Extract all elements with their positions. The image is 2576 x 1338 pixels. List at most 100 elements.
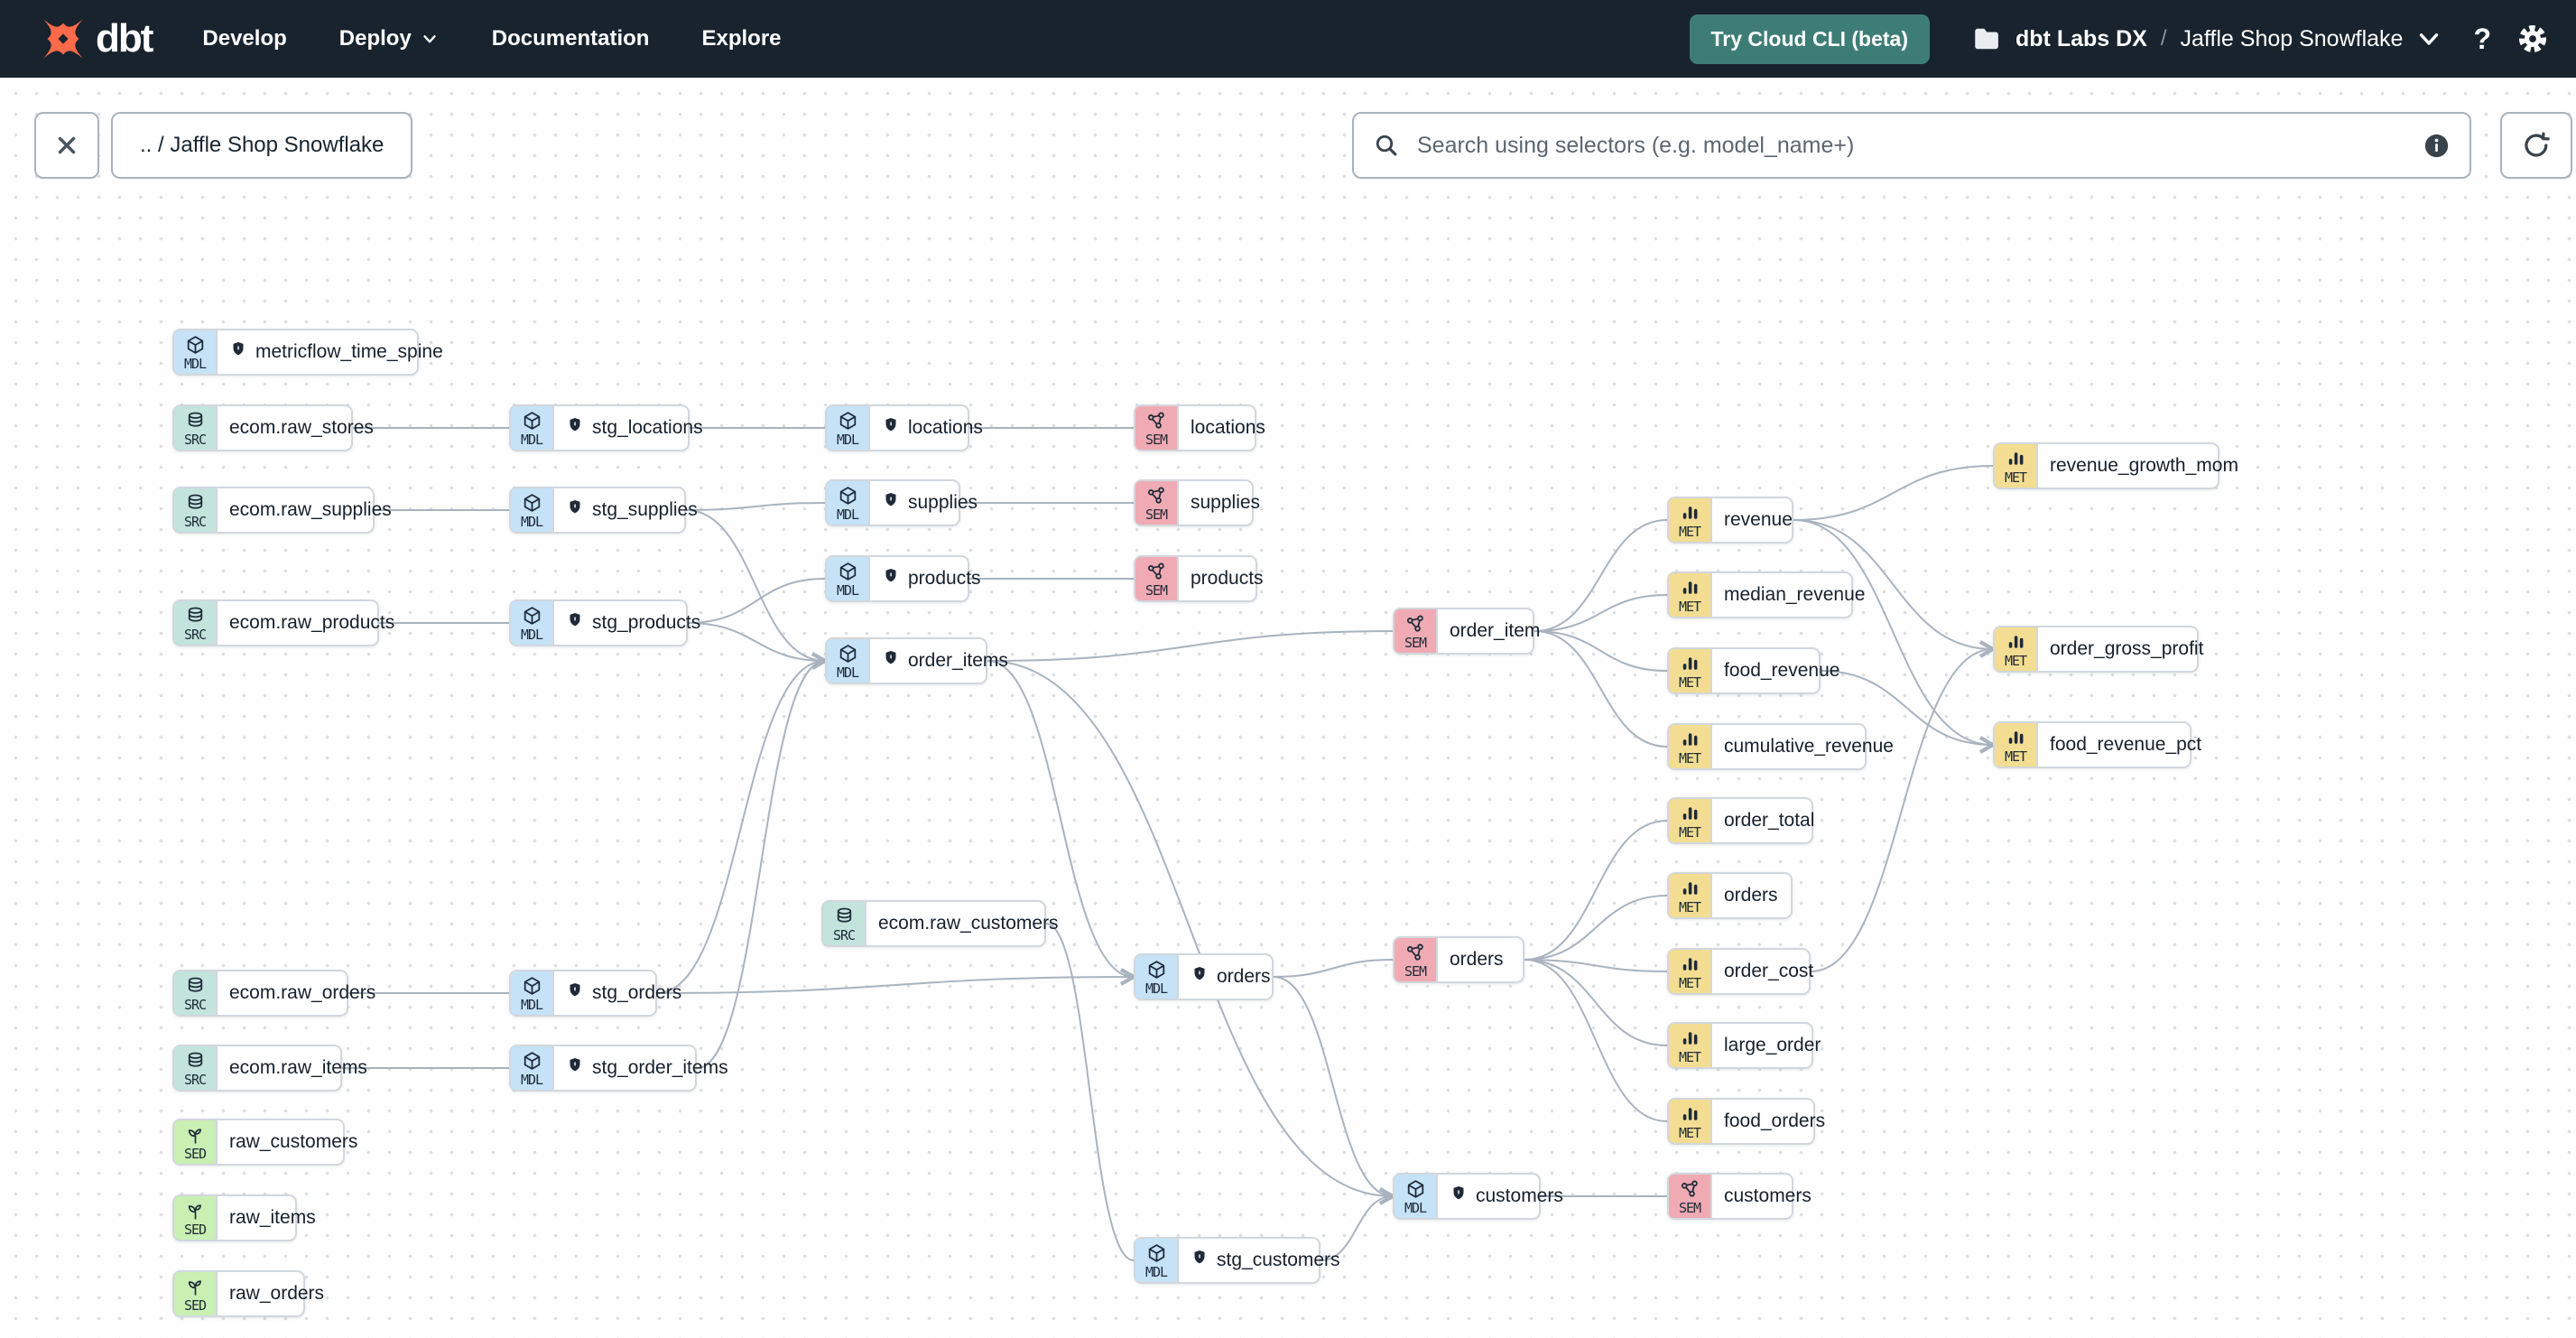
try-cloud-cli-button[interactable]: Try Cloud CLI (beta)	[1689, 14, 1930, 64]
top-navbar: dbt Develop Deploy Documentation Explore…	[0, 0, 2576, 78]
lineage-edge	[987, 660, 1138, 986]
node-type-label: SEM	[1678, 1200, 1701, 1216]
lineage-edge	[1045, 923, 1135, 1261]
node-label: products	[870, 557, 996, 600]
seed-icon: SED	[174, 1196, 218, 1240]
close-button[interactable]	[34, 112, 99, 179]
node-type-label: SED	[183, 1222, 207, 1238]
refresh-button[interactable]	[2500, 112, 2572, 179]
search-icon	[1376, 135, 1397, 156]
node-label: stg_orders	[554, 971, 696, 1015]
model-icon: MDL	[1135, 955, 1179, 999]
menu-item-explore[interactable]: Explore	[701, 26, 782, 51]
node-label: products	[1191, 568, 1264, 589]
source-icon: SRC	[823, 902, 866, 945]
node-label: order_total	[1724, 810, 1815, 831]
lineage-edge	[1810, 640, 1997, 972]
node-label: order_item	[1450, 620, 1541, 641]
account-name[interactable]: dbt Labs DX	[2015, 25, 2147, 51]
menu-item-develop[interactable]: Develop	[202, 26, 287, 51]
metric-icon: MET	[1669, 1024, 1712, 1067]
model-icon: MDL	[511, 488, 554, 532]
menu-item-deploy[interactable]: Deploy	[339, 26, 440, 51]
node-label: supplies	[1191, 492, 1261, 513]
node-sem-customers[interactable]: SEM customers	[1667, 1173, 1812, 1220]
node-type-label: SRC	[183, 514, 207, 530]
node-type-label: SRC	[183, 997, 207, 1013]
metric-icon: MET	[1669, 498, 1712, 542]
semantic-model-icon: SEM	[1135, 557, 1179, 600]
node-type-label: MET	[1678, 1049, 1701, 1065]
lineage-edge	[1320, 1187, 1397, 1261]
help-icon[interactable]: ?	[2473, 22, 2491, 55]
project-selector[interactable]: Jaffle Shop Snowflake	[2181, 23, 2445, 54]
node-type-label: MDL	[1144, 1264, 1168, 1280]
node-sem-products[interactable]: SEM products	[1134, 555, 1264, 602]
info-icon[interactable]	[2422, 131, 2451, 161]
node-label: order_gross_profit	[2050, 638, 2204, 659]
node-label: food_revenue	[1724, 660, 1840, 681]
main-menu: Develop Deploy Documentation Explore	[202, 26, 781, 51]
model-icon: MDL	[511, 406, 554, 450]
lineage-edge	[685, 502, 826, 511]
node-label: customers	[1724, 1185, 1812, 1206]
lineage-edge	[1793, 519, 1997, 754]
node-type-label: MET	[1678, 824, 1701, 841]
node-met-order-total[interactable]: MET order_total	[1667, 797, 1814, 844]
node-type-label: SRC	[183, 1072, 207, 1088]
lineage-edge	[656, 968, 1138, 994]
lineage-edge	[1524, 820, 1668, 961]
source-icon: SRC	[174, 488, 218, 532]
lineage-edge	[1820, 670, 1997, 754]
node-label: order_cost	[1724, 961, 1814, 981]
gear-icon[interactable]	[2516, 23, 2549, 55]
node-label: stg_supplies	[554, 488, 712, 532]
lineage-edge	[1793, 465, 1994, 521]
search-bar[interactable]	[1352, 112, 2471, 179]
node-label: order_items	[870, 639, 1023, 683]
search-input[interactable]	[1415, 131, 2407, 160]
node-type-label: SRC	[183, 432, 207, 448]
menu-item-documentation[interactable]: Documentation	[491, 26, 650, 51]
dbt-logo[interactable]: dbt	[38, 14, 153, 64]
